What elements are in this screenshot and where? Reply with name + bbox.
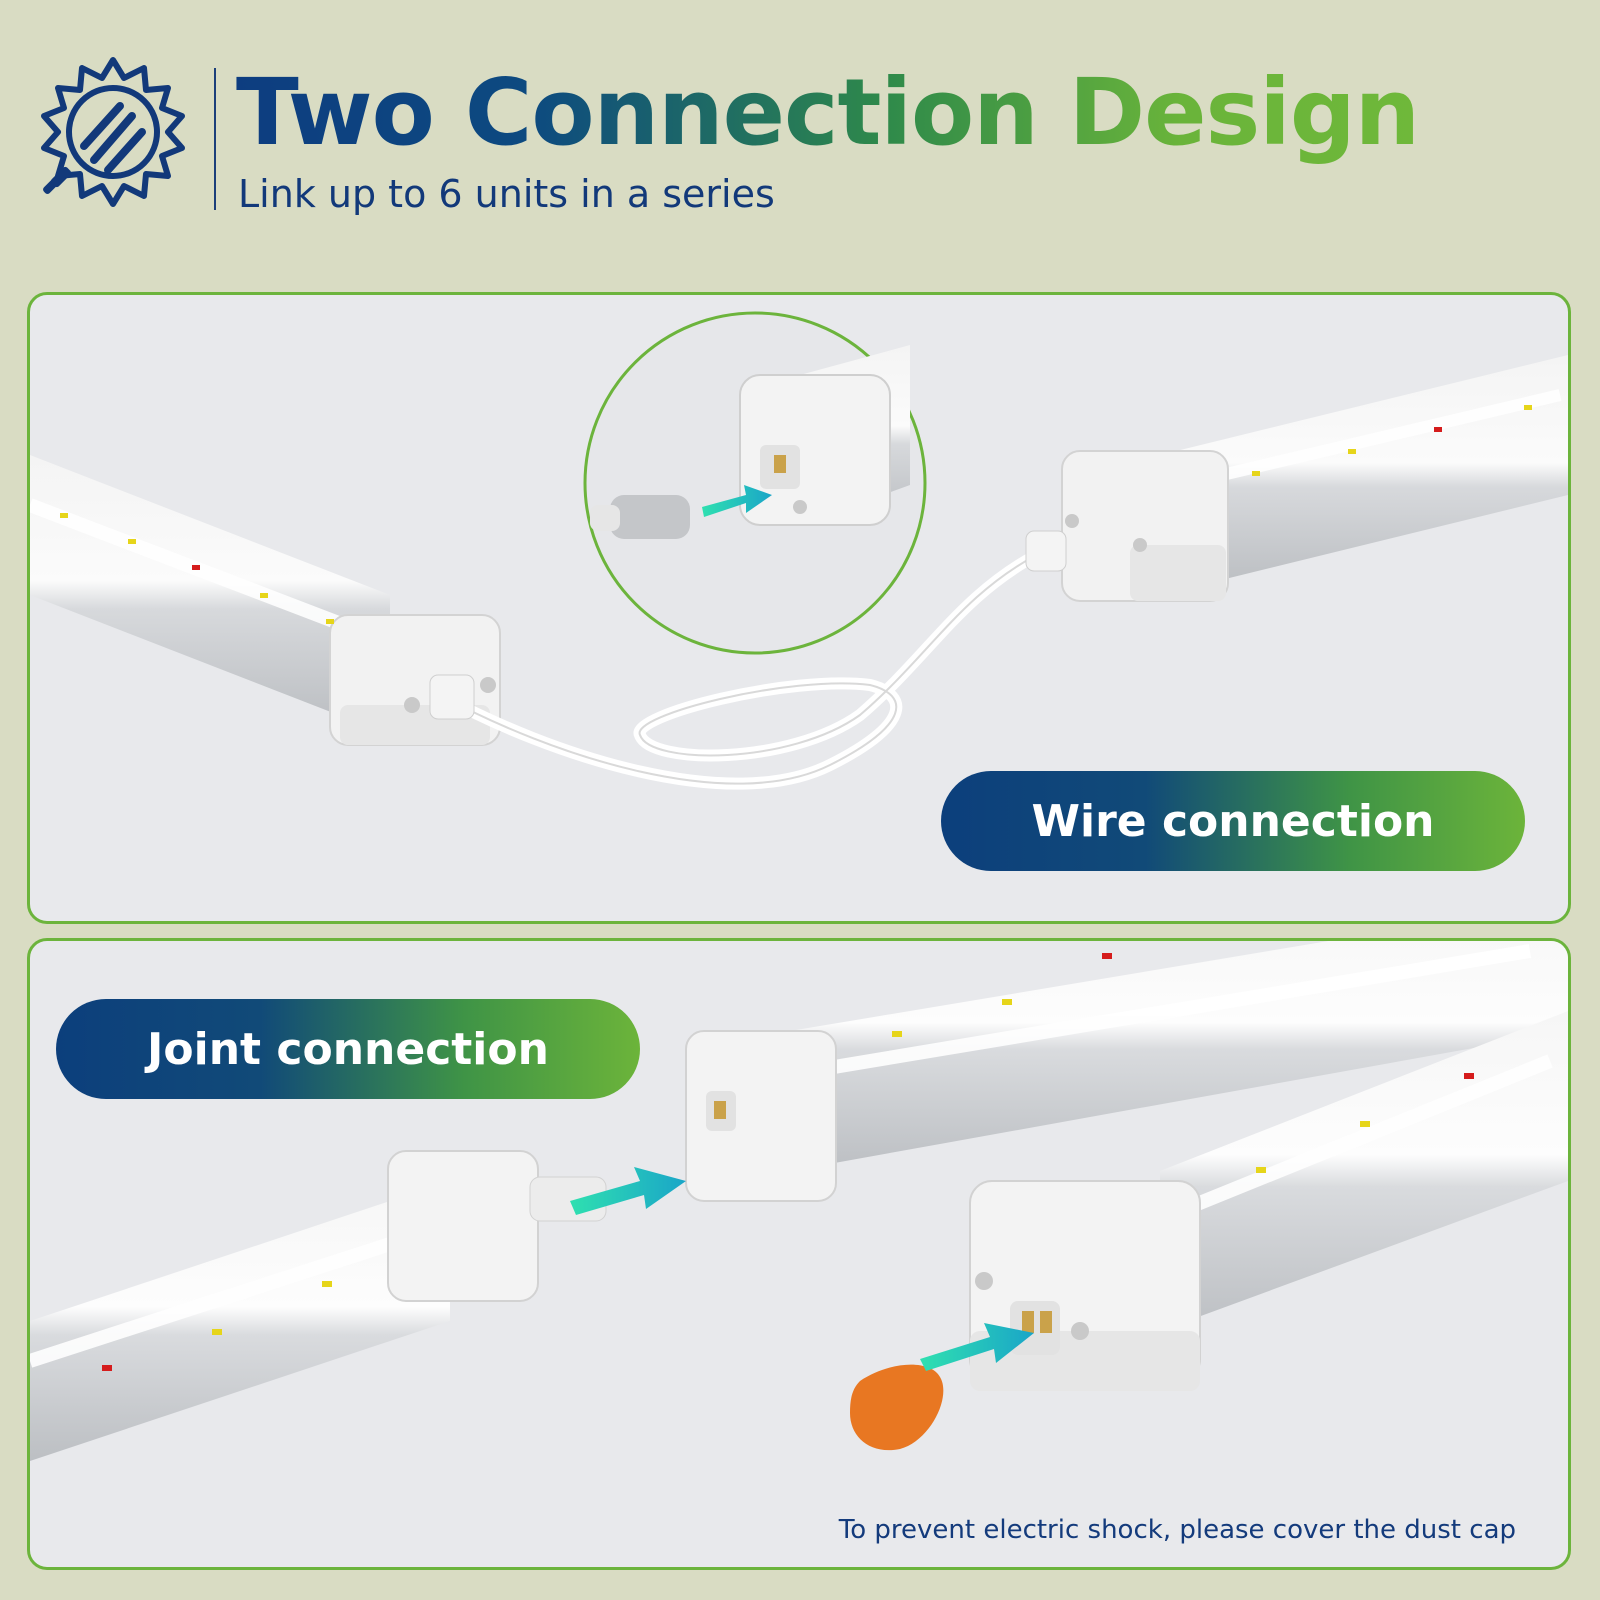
header: Two Connection Design Link up to 6 units… <box>0 0 1600 260</box>
led-chips-upper <box>892 953 1112 1037</box>
lower-left-light-tube <box>30 1150 607 1461</box>
joint-connection-illustration <box>30 941 1568 1461</box>
led-chips-lower-right <box>1256 1073 1474 1173</box>
led-chips-right <box>1252 405 1532 476</box>
wire-connection-panel: Wire connection <box>27 292 1571 924</box>
connection-cable <box>429 530 1067 790</box>
zoom-inset <box>583 311 927 655</box>
led-chips-lower-left <box>102 1281 332 1371</box>
safety-caption: To prevent electric shock, please cover … <box>838 1515 1516 1545</box>
header-divider <box>214 68 216 210</box>
arrow-icon <box>920 1323 1034 1371</box>
right-light-tube <box>1061 355 1568 602</box>
arrow-icon <box>570 1167 686 1215</box>
arrow-icon <box>702 485 772 517</box>
joint-connection-label: Joint connection <box>56 999 640 1099</box>
wire-connection-illustration <box>30 311 1568 790</box>
joint-connection-panel: Joint connection To prevent electric sho… <box>27 938 1571 1570</box>
led-chips-left <box>60 513 334 624</box>
dust-cap <box>850 1364 944 1451</box>
wire-connection-label: Wire connection <box>941 771 1525 871</box>
page-subtitle: Link up to 6 units in a series <box>238 172 775 216</box>
sun-tube-light-icon <box>41 57 185 207</box>
lower-right-light-tube <box>969 1011 1568 1391</box>
page-title: Two Connection Design <box>236 59 1420 166</box>
upper-light-tube <box>685 941 1568 1202</box>
